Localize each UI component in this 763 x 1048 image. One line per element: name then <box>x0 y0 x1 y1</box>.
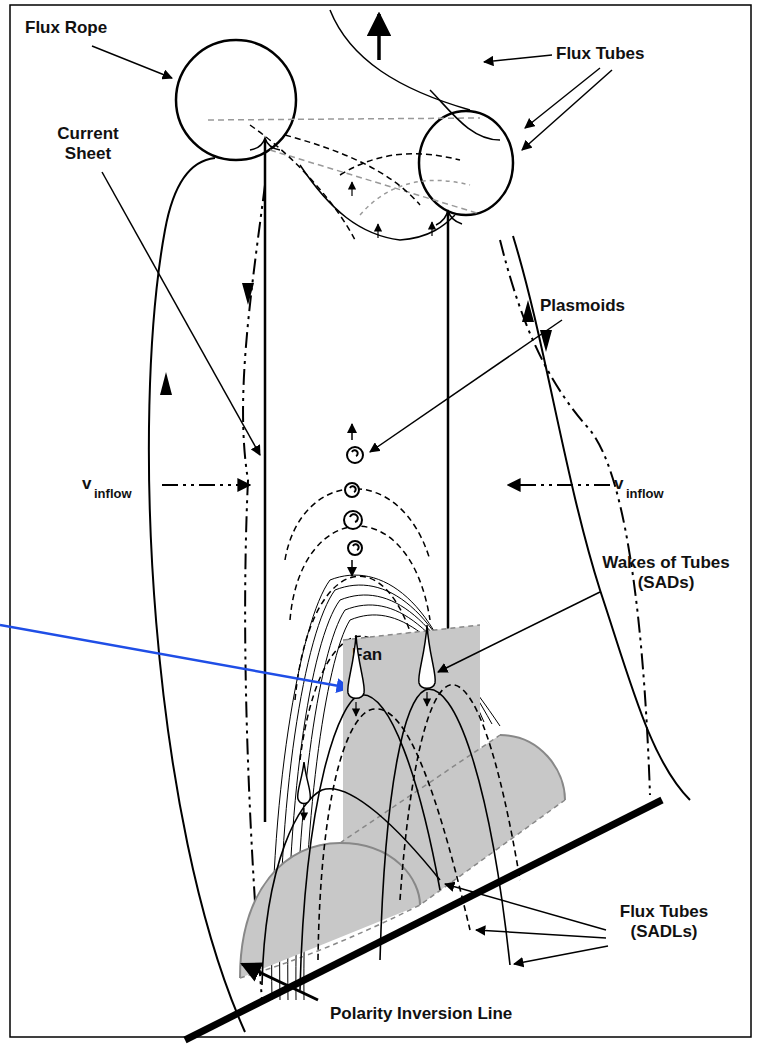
part-label: Flux Tubes (SADLs) <box>604 902 724 942</box>
outer-field-lines <box>149 158 690 1032</box>
current-sheet-line <box>264 140 267 822</box>
leader-line <box>438 592 608 964</box>
arcade-back <box>500 735 565 800</box>
arcade-fill <box>240 735 565 978</box>
inflow-arrow <box>522 300 534 322</box>
leader-line <box>242 964 318 1000</box>
eruption-arrow <box>377 14 381 60</box>
arcade-base <box>240 800 565 978</box>
arcade-ridge <box>340 735 500 843</box>
cusp <box>250 138 280 150</box>
inflow-arrow <box>508 484 610 486</box>
polarity-inversion-line <box>185 800 662 1040</box>
part-label: Flux Rope <box>25 18 107 38</box>
leader-line <box>92 46 612 455</box>
plasmoid-symbol <box>344 447 363 555</box>
field-arrow <box>160 372 172 395</box>
velocity-symbol: v <box>82 474 91 494</box>
plasmoid-arrow <box>351 424 353 440</box>
small-arrows <box>352 182 432 238</box>
guide-line <box>270 150 480 214</box>
inflow-arrow <box>242 283 254 305</box>
reconnected-field-lines <box>272 575 500 1000</box>
inflow-lines <box>243 185 650 1000</box>
flux-tube-circle <box>419 111 513 215</box>
plasmoid-arrow <box>351 560 353 576</box>
wake-arrow <box>304 692 427 820</box>
velocity-subscript: inflow <box>94 486 132 502</box>
part-label: Flux Tubes <box>556 44 644 64</box>
velocity-symbol: v <box>614 474 623 494</box>
wake-teardrop <box>298 625 436 804</box>
region-label: Fan <box>352 645 382 665</box>
inflow-arrow <box>162 484 250 486</box>
field-arrow <box>540 330 552 352</box>
part-label: Plasmoids <box>540 296 625 316</box>
flux-rope-circle <box>176 40 296 160</box>
part-label: Polarity Inversion Line <box>330 1004 512 1024</box>
part-label: Current Sheet <box>43 124 133 164</box>
part-label: Wakes of Tubes (SADs) <box>581 553 751 593</box>
cusp <box>436 210 462 225</box>
pointer-arrow <box>0 625 350 688</box>
fan-region: Fan <box>330 615 490 855</box>
guide-line <box>208 118 480 120</box>
flux-tube-lines <box>250 10 500 240</box>
frame <box>10 5 751 1037</box>
arcade-front <box>240 843 420 978</box>
velocity-subscript: inflow <box>626 486 664 502</box>
flux-tube-loop <box>262 685 520 990</box>
